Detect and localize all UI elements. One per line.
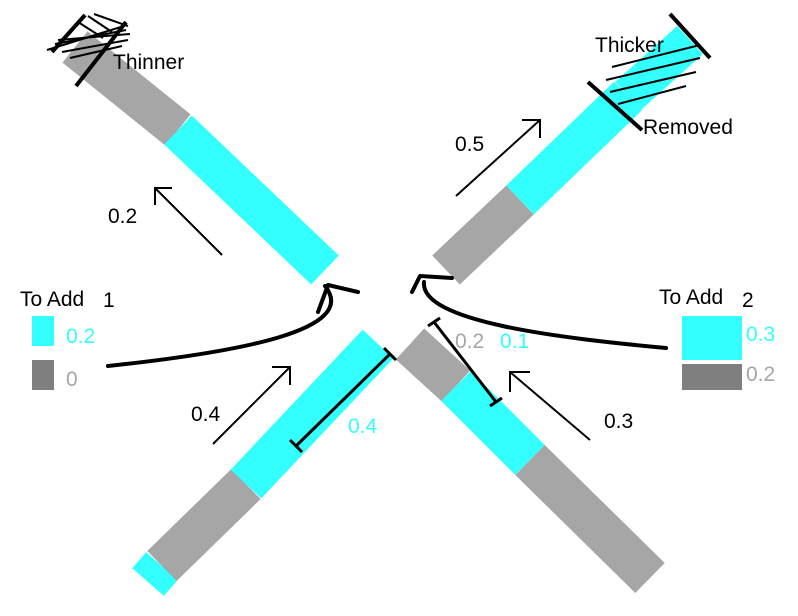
thinner-cut-line-inner	[74, 20, 128, 88]
lower-left-flow-label: 0.4	[191, 403, 221, 426]
lower-right-pipe-gray-segment	[515, 445, 665, 593]
to-add-2-gray-swatch	[682, 364, 742, 390]
to-add-2-title: To Add	[659, 286, 723, 309]
to-add-2-gray-value: 0.2	[746, 363, 775, 386]
lower-right-pipe	[395, 328, 665, 593]
to-add-2-cyan-swatch	[682, 316, 742, 360]
to-add-1-gray-swatch	[32, 360, 54, 390]
thinner-label: Thinner	[113, 51, 184, 74]
to-add-1-subscript: 1	[103, 289, 115, 312]
lower-left-pipe-cyan-bottom	[132, 552, 178, 596]
upper-right-flow-label: 0.5	[455, 133, 484, 156]
lower-right-segment-cyan-label: 0.1	[500, 330, 529, 353]
to-add-1-cyan-value: 0.2	[66, 325, 95, 348]
arrow-lower-left	[212, 366, 291, 445]
lower-right-pipe-cyan-segment	[441, 371, 545, 475]
thicker-cut-line	[668, 12, 712, 60]
lower-left-segment-label: 0.4	[348, 415, 378, 438]
upper-left-pipe-gray-segment	[62, 31, 191, 146]
lower-right-flow-label: 0.3	[604, 410, 633, 433]
lower-left-pipe-gray-segment	[147, 468, 261, 582]
arrow-upper-left	[154, 187, 223, 256]
lower-left-pipe	[132, 329, 394, 596]
thinner-cut-line-outer	[50, 13, 87, 54]
arrow-lower-right	[509, 371, 591, 441]
to-add-2-legend: To Add 2 0.3 0.2	[659, 286, 775, 390]
thicker-label: Thicker	[595, 34, 664, 57]
to-add-2-subscript: 2	[742, 289, 754, 312]
removed-cut-line	[586, 80, 644, 132]
to-add-2-cyan-value: 0.3	[746, 323, 775, 346]
flow-curve-left	[106, 283, 360, 368]
to-add-1-cyan-swatch	[32, 316, 54, 346]
upper-left-flow-label: 0.2	[108, 205, 137, 228]
upper-right-pipe-cyan-segment	[506, 81, 642, 215]
lower-left-pipe-cyan-segment	[230, 329, 394, 499]
upper-left-pipe-cyan-segment	[164, 115, 339, 285]
lower-right-pipe-gray-top	[395, 328, 471, 402]
thicker-hatch	[586, 12, 712, 132]
thinner-hatch	[46, 13, 131, 88]
arrow-upper-right	[455, 119, 541, 197]
lower-left-dimension-bracket	[288, 346, 398, 454]
upper-left-pipe	[62, 31, 339, 285]
removed-label: Removed	[643, 116, 733, 139]
to-add-1-legend: To Add 1 0.2 0	[20, 288, 115, 391]
upper-right-pipe-gray-segment	[432, 185, 534, 285]
lower-right-dimension-bracket	[427, 316, 503, 408]
to-add-1-title: To Add	[20, 288, 84, 311]
to-add-1-gray-value: 0	[66, 368, 78, 391]
flow-curve-right	[410, 274, 668, 350]
lower-right-segment-gray-label: 0.2	[455, 330, 484, 353]
